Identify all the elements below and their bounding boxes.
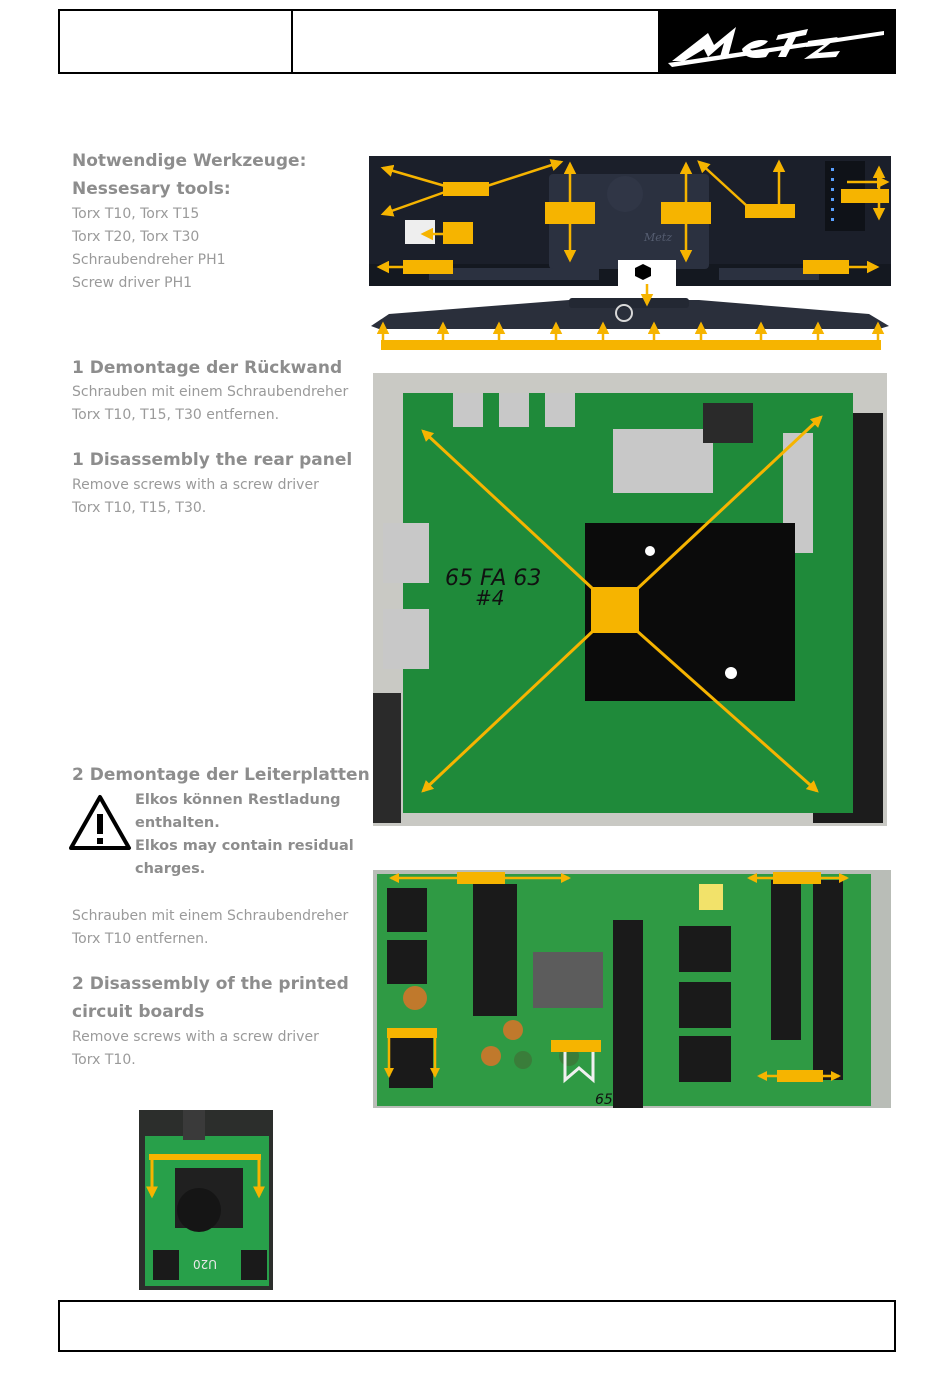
tools-heading-en: Nessesary tools: [72,179,231,199]
powerboard-photo: 65 [373,870,891,1108]
module-marking: U20 [193,1257,217,1271]
warning-icon [68,794,132,856]
mainboard-handwriting: 65 FA 63 [445,566,541,591]
metz-logo [658,11,894,72]
step1-heading-de: 1 Demontage der Rückwand [72,358,343,378]
page-header [58,9,896,74]
tool-item: Torx T20, Torx T30 [72,229,200,245]
header-cell-left [60,11,293,72]
warning-text: charges. [135,861,206,877]
warning-text: Elkos können Restladung [135,792,341,808]
step1-text-en: Torx T10, T15, T30. [72,500,207,516]
step1-text-de: Torx T10, T15, T30 entfernen. [72,407,280,423]
svg-text:Metz: Metz [643,231,672,244]
page-footer [58,1300,896,1352]
step2-text-de: Torx T10 entfernen. [72,931,209,947]
warning-text: Elkos may contain residual [135,838,354,854]
step2-text-de: Schrauben mit einem Schraubendreher [72,908,349,924]
tool-item: Screw driver PH1 [72,275,193,291]
tool-item: Schraubendreher PH1 [72,252,226,268]
step2-heading-en: 2 Disassembly of the printed [72,974,349,994]
tool-item: Torx T10, Torx T15 [72,206,200,222]
module-photo: U20 [139,1110,273,1290]
rear-panel-photo: Metz [369,156,891,356]
step2-text-en: Torx T10. [72,1052,136,1068]
step2-heading-en: circuit boards [72,1002,205,1022]
step1-text-de: Schrauben mit einem Schraubendreher [72,384,349,400]
mainboard-photo: 65 FA 63 #4 [373,373,887,826]
warning-text: enthalten. [135,815,220,831]
step2-heading-de: 2 Demontage der Leiterplatten [72,765,370,785]
powerboard-handwriting: 65 [595,1092,613,1108]
step1-text-en: Remove screws with a screw driver [72,477,319,493]
step2-text-en: Remove screws with a screw driver [72,1029,319,1045]
step1-heading-en: 1 Disassembly the rear panel [72,450,353,470]
tools-heading-de: Notwendige Werkzeuge: [72,151,307,171]
mainboard-handwriting: #4 [475,586,504,610]
header-cell-middle [293,11,660,72]
